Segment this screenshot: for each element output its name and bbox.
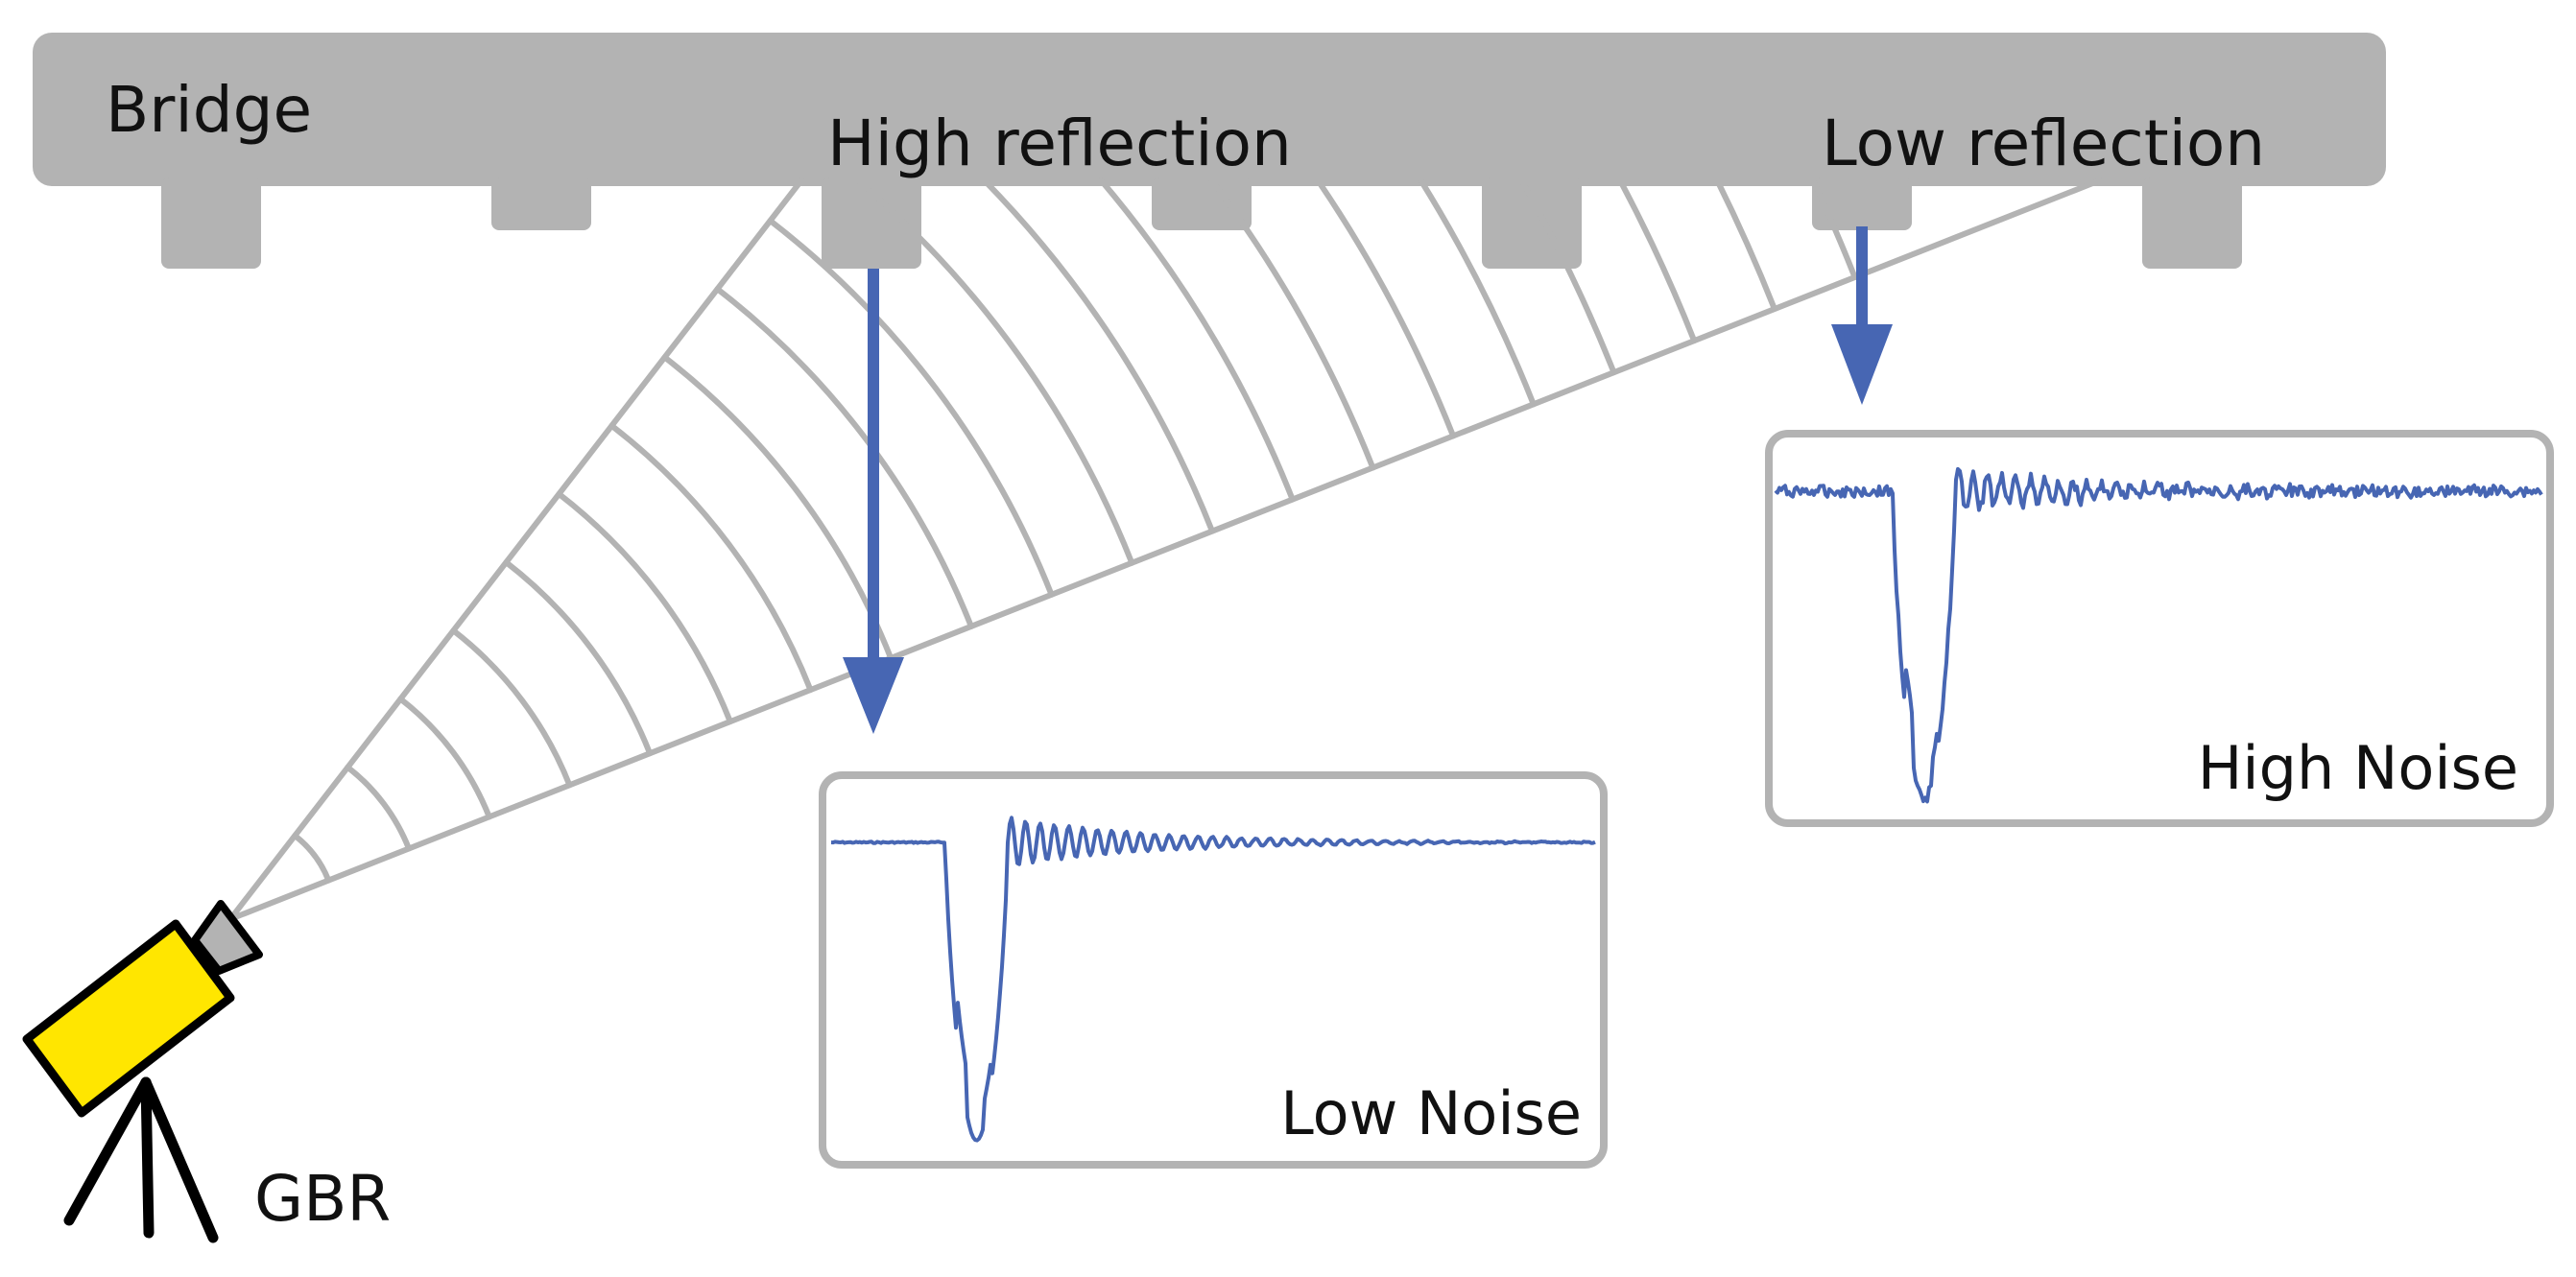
high-reflection-label: High reflection [827, 106, 1292, 180]
bridge-label: Bridge [106, 73, 312, 147]
wavefront-arc [345, 764, 412, 852]
tripod-icon [63, 1076, 219, 1243]
wavefront-arc [503, 559, 654, 757]
bridge-deck [33, 33, 2386, 186]
wavefront-arc [767, 218, 1055, 598]
low-noise-panel: Low Noise [819, 771, 1608, 1169]
bridge-beam [491, 177, 591, 230]
radar-body [22, 919, 235, 1118]
bridge: Bridge High reflection Low reflection [33, 33, 2386, 269]
wavefront-arc [1418, 177, 1537, 408]
wavefront-arc [450, 627, 573, 789]
wavefront-arc [1518, 177, 1617, 376]
bridge-beam [2142, 177, 2242, 269]
beam-upper-edge [227, 177, 804, 922]
wavefront-arc [714, 286, 974, 629]
reflection-arrows [843, 226, 1893, 734]
wavefront-arc [1714, 177, 1777, 312]
low-reflection-arrow [1831, 226, 1893, 405]
beam-lower-edge [227, 177, 2103, 922]
radar-lens [191, 900, 263, 975]
wavefront-arc [397, 696, 492, 820]
wavefront-arc [1098, 177, 1296, 503]
high-noise-panel-frame [1765, 430, 2554, 827]
bridge-beam [1482, 177, 1582, 269]
bridge-beam [1152, 177, 1252, 230]
radar-beam [227, 177, 2103, 922]
wavefront-arc [1315, 177, 1457, 439]
wavefront-arc [608, 422, 814, 694]
low-noise-signal-trace [830, 816, 1596, 1143]
wavefront-arc [1208, 177, 1376, 471]
ground-based-radar-on-tripod-icon: GBR [22, 900, 391, 1243]
high-noise-label: High Noise [2198, 733, 2518, 803]
wavefront-arc [292, 833, 332, 884]
wavefront-arc [854, 177, 1135, 566]
low-reflection-label: Low reflection [1822, 106, 2265, 180]
low-noise-panel-frame [819, 771, 1608, 1169]
wavefront-arc [556, 490, 733, 725]
bridge-beam [1812, 177, 1912, 230]
bridge-beam [822, 177, 921, 269]
wavefront-arc [1810, 177, 1858, 280]
high-noise-panel: High Noise [1765, 430, 2554, 827]
wavefront-arc [981, 177, 1215, 534]
low-noise-label: Low Noise [1280, 1078, 1582, 1148]
high-reflection-arrow [843, 269, 904, 734]
radar-label: GBR [254, 1162, 391, 1236]
wavefront-arc [1617, 177, 1698, 344]
high-noise-signal-trace [1774, 466, 2543, 804]
bridge-beam [161, 177, 261, 269]
